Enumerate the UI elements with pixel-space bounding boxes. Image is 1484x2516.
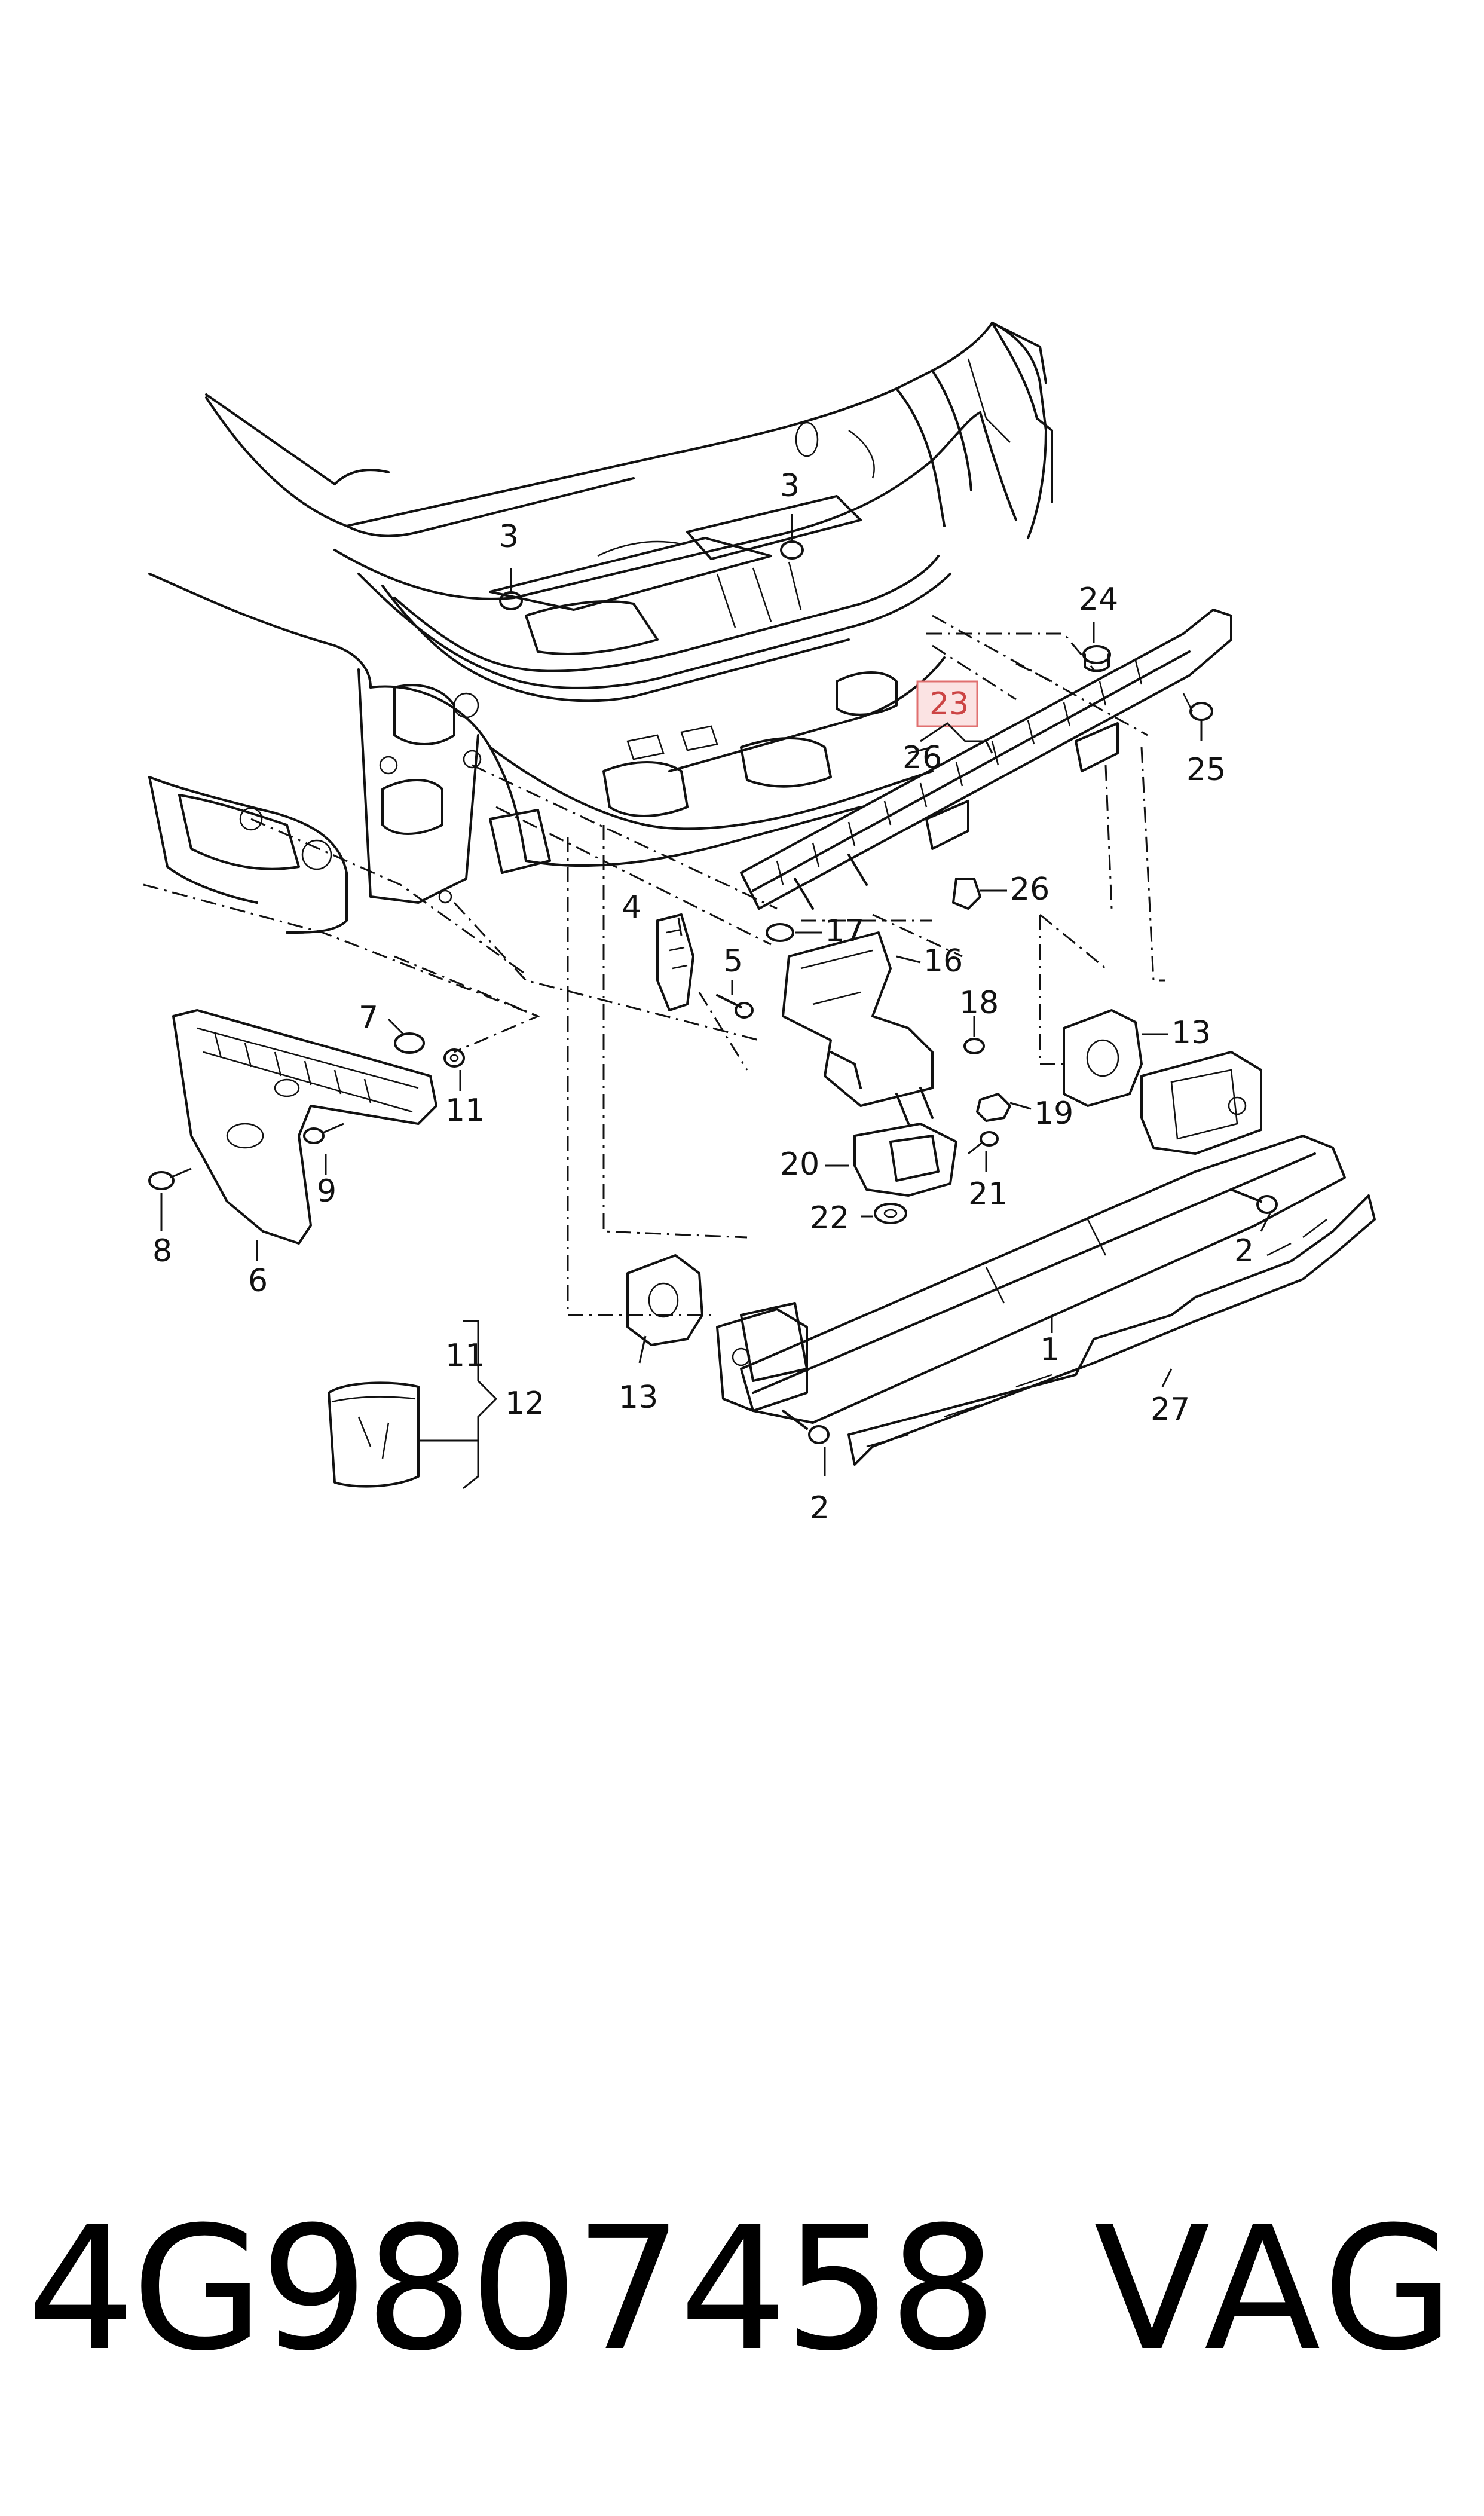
callout-6: 6 xyxy=(248,1263,268,1299)
clip-26 xyxy=(952,878,981,910)
bolt-18 xyxy=(963,1016,985,1054)
nut-7 xyxy=(394,1032,425,1054)
callout-22: 22 xyxy=(810,1200,849,1236)
callout-labels: 3 3 24 23 26 25 26 4 17 5 16 18 13 7 11 … xyxy=(152,468,1254,1526)
callout-7: 7 xyxy=(359,1000,378,1036)
bracket-20 xyxy=(853,1087,957,1197)
nut-19 xyxy=(976,1093,1011,1122)
nut-22 xyxy=(874,1203,907,1224)
footer: 4G9807458 VAG xyxy=(0,2200,1484,2379)
callout-2-left: 2 xyxy=(810,1490,830,1526)
bumper-guide-23 xyxy=(740,609,1232,910)
callout-3-left: 3 xyxy=(499,519,519,555)
callout-13-lower: 13 xyxy=(619,1380,658,1416)
callout-13-upper: 13 xyxy=(1171,1015,1211,1051)
callout-27: 27 xyxy=(1151,1392,1190,1427)
screw-8 xyxy=(148,1167,192,1190)
parts-bag xyxy=(328,1381,420,1488)
bracket-16 xyxy=(782,931,934,1107)
mounting-plate-13-left xyxy=(626,1254,703,1346)
callout-4: 4 xyxy=(622,889,641,925)
screw-9 xyxy=(303,1123,344,1144)
callout-21: 21 xyxy=(968,1176,1008,1212)
callout-18: 18 xyxy=(959,985,999,1021)
side-bracket-6 xyxy=(172,1009,437,1245)
brand-label: VAG xyxy=(1094,2190,1459,2389)
callout-23-highlight-box xyxy=(916,680,978,727)
callout-8: 8 xyxy=(152,1233,172,1269)
exploded-view-drawing: 3 3 24 23 26 25 26 4 17 5 16 18 13 7 11 … xyxy=(143,322,1376,1526)
car-body-rear xyxy=(148,322,1053,934)
nut-17 xyxy=(766,923,794,942)
mounting-plate-13-right xyxy=(1063,1009,1143,1107)
callout-17: 17 xyxy=(825,913,864,949)
screw-25 xyxy=(1182,693,1213,721)
callout-20: 20 xyxy=(780,1147,819,1182)
fastener-3-left xyxy=(499,568,523,610)
screw-21 xyxy=(968,1131,999,1155)
callout-1: 1 xyxy=(1040,1332,1060,1368)
callout-26-lower: 26 xyxy=(1010,872,1049,907)
nut-24 xyxy=(1082,645,1111,672)
part-number: 4G9807458 xyxy=(27,2190,997,2389)
callout-12: 12 xyxy=(505,1386,544,1421)
callout-25: 25 xyxy=(1186,752,1226,788)
bumper-beam-1 xyxy=(740,1135,1346,1424)
callout-11-upper: 11 xyxy=(445,1093,485,1129)
callout-26-upper: 26 xyxy=(902,740,942,776)
callout-24: 24 xyxy=(1079,582,1118,617)
leader-lines xyxy=(160,622,1271,1476)
bolt-2-right xyxy=(1230,1188,1278,1214)
bracket-4 xyxy=(656,913,694,1011)
washer-11 xyxy=(443,1048,465,1068)
bolt-2-left xyxy=(782,1410,830,1444)
screw-5 xyxy=(716,994,754,1019)
impact-absorber-27 xyxy=(847,1194,1376,1466)
callout-9: 9 xyxy=(317,1173,336,1209)
callout-16: 16 xyxy=(923,943,963,979)
callout-19: 19 xyxy=(1034,1096,1073,1132)
fastener-3-right xyxy=(780,514,804,560)
kit-bracket xyxy=(418,1320,498,1490)
assembly-lines xyxy=(143,615,1165,1316)
callout-23: 23 xyxy=(929,686,969,722)
callout-5: 5 xyxy=(723,943,743,979)
callout-11-lower: 11 xyxy=(445,1338,485,1374)
crash-box-right xyxy=(1140,1051,1262,1155)
callout-2-right: 2 xyxy=(1234,1233,1254,1269)
crash-box-left xyxy=(716,1308,808,1412)
callout-3-right: 3 xyxy=(780,468,800,504)
